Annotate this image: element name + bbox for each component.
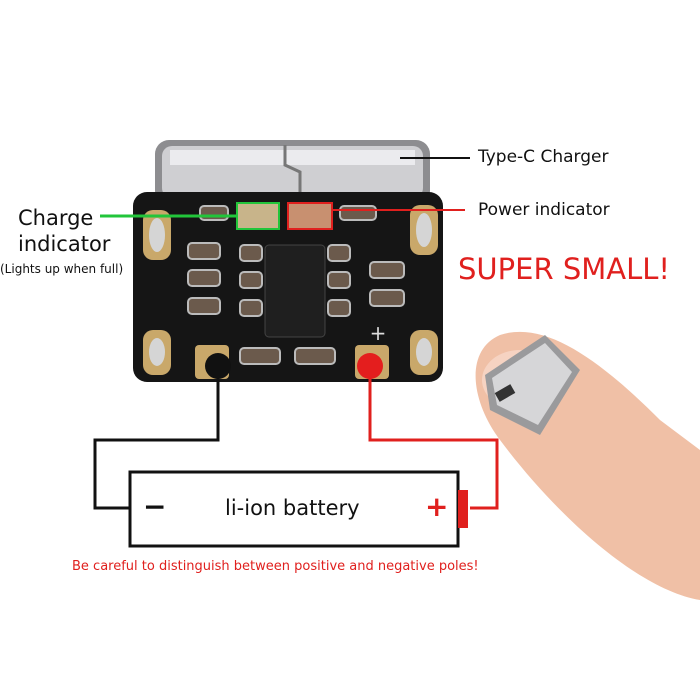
type-c-label: Type-C Charger — [478, 147, 609, 167]
minus-sign: − — [143, 490, 167, 523]
charge-indicator-label-1: Charge — [18, 206, 94, 230]
battery-body — [128, 470, 460, 548]
headline: SUPER SMALL! — [458, 252, 671, 286]
negative-wire — [93, 366, 220, 510]
battery-cap — [458, 490, 468, 528]
smd-components — [187, 205, 405, 365]
battery-label: li-ion battery — [225, 496, 360, 520]
solder-joints — [149, 213, 432, 366]
usb-c-connector-small — [485, 335, 580, 435]
charge-led — [236, 202, 280, 230]
charge-indicator-label-2: indicator — [18, 232, 111, 256]
negative-terminal — [205, 353, 231, 379]
type-c-connector — [155, 140, 430, 205]
plus-sign: + — [425, 490, 449, 523]
power-indicator-label: Power indicator — [478, 200, 610, 220]
svg-text:+: + — [370, 321, 387, 345]
positive-wire — [368, 366, 499, 510]
positive-terminal — [357, 353, 383, 379]
polarity-warning: Be careful to distinguish between positi… — [72, 559, 479, 574]
ic-chip — [264, 244, 326, 338]
charge-indicator-note: (Lights up when full) — [0, 262, 124, 276]
power-led — [287, 202, 333, 230]
